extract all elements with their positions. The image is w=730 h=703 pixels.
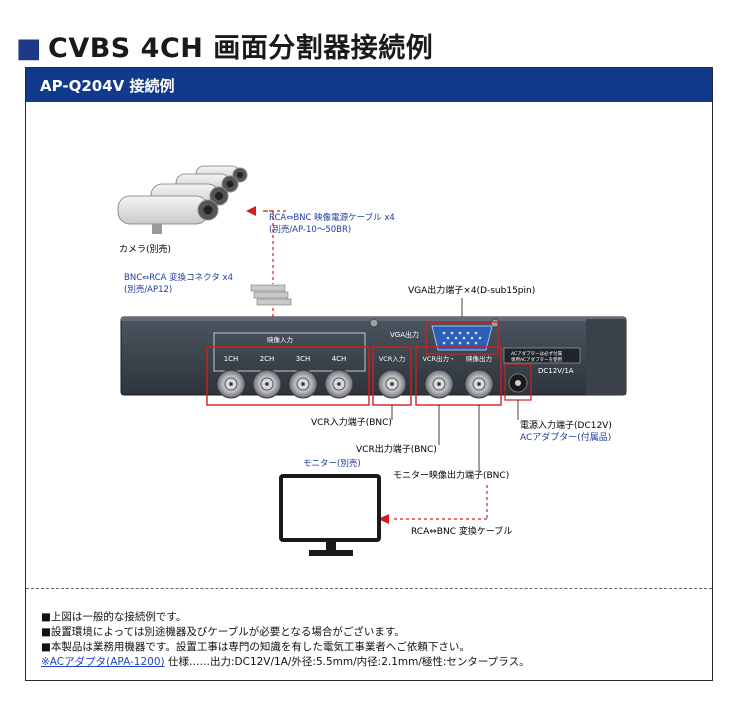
vga-terminal-label: VGA出力端子×4(D-sub15pin) xyxy=(408,284,535,296)
camera-label: カメラ(別売) xyxy=(119,243,171,255)
bnc-port-icon xyxy=(424,369,454,399)
cable-rca-bnc-sub: (別売/AP-10～50BR) xyxy=(269,224,351,235)
section-title: AP-Q204V 接続例 xyxy=(40,77,175,95)
camera-icon xyxy=(117,195,219,234)
ch3-label: 3CH xyxy=(296,355,311,363)
bnc-port-icon xyxy=(464,369,494,399)
warning-plate xyxy=(503,347,581,364)
bnc-port-icon xyxy=(252,369,282,399)
video-out-panel-label: 映像出力 xyxy=(466,354,492,363)
bnc-port-icon xyxy=(377,369,407,399)
vga-port-icon xyxy=(431,325,493,351)
cable-rca-bnc-label: RCA⇔BNC 映像電源ケーブル x4 xyxy=(269,212,395,223)
outputs-highlight xyxy=(415,346,502,406)
ch1-label: 1CH xyxy=(224,355,239,363)
title-marker: ■ xyxy=(16,33,43,64)
connector-icon xyxy=(250,284,292,306)
connector-sub: (別売/AP12) xyxy=(124,284,172,295)
ch2-label: 2CH xyxy=(260,355,275,363)
connector-label: BNC⇔RCA 変換コネクタ x4 xyxy=(124,272,233,283)
section-bar: AP-Q204V 接続例 xyxy=(26,68,712,102)
notes-divider xyxy=(26,588,712,589)
monitor-out-terminal-label: モニター映像出力端子(BNC) xyxy=(393,469,509,481)
page-title: ■CVBS 4CH 画面分割器接続例 xyxy=(16,26,433,65)
vga-highlight xyxy=(425,321,499,355)
bottom-cable-label: RCA⇔BNC 変換ケーブル xyxy=(411,525,512,537)
dc-jack-icon xyxy=(508,373,528,393)
vcr-out-panel-label: VCR出力・ xyxy=(422,354,455,363)
note-line-spec: ※ACアダプタ(APA-1200) 仕様……出力:DC12V/1A/外径:5.5… xyxy=(41,655,530,670)
ch4-label: 4CH xyxy=(332,355,347,363)
ac-adapter-label: ACアダプター(付属品) xyxy=(520,431,611,443)
warning-line1: ACアダプターは必ず付属 xyxy=(511,350,563,357)
note-line: ■設置環境によっては別途機器及びケーブルが必要となる場合がございます。 xyxy=(41,626,405,638)
note-line: ■本製品は業務用機器です。設置工事は専門の知識を有した電気工事業者へご依頼下さい… xyxy=(41,641,470,653)
arrowhead-icon xyxy=(246,206,256,216)
vcr-out-terminal-label: VCR出力端子(BNC) xyxy=(356,443,437,455)
vcr-in-terminal-label: VCR入力端子(BNC) xyxy=(311,416,392,428)
warning-line2: 専用ACアダプターを使用 xyxy=(511,356,562,363)
ac-adapter-link[interactable]: ※ACアダプタ(APA-1200) xyxy=(41,656,165,668)
input-group-label: 映像入力 xyxy=(267,335,293,344)
bnc-port-icon xyxy=(288,369,318,399)
bnc-port-icon xyxy=(324,369,354,399)
dc-label: DC12V/1A xyxy=(538,367,574,375)
arrowhead-icon xyxy=(378,514,389,524)
power-terminal-label: 電源入力端子(DC12V) xyxy=(520,419,612,431)
monitor-icon xyxy=(279,474,381,556)
notes-section: ■上図は一般的な接続例です。 ■設置環境によっては別途機器及びケーブルが必要とな… xyxy=(41,610,530,670)
vcr-in-panel-label: VCR入力 xyxy=(379,354,406,363)
diagram-frame: AP-Q204V 接続例 xyxy=(25,67,713,681)
ac-adapter-spec: 仕様……出力:DC12V/1A/外径:5.5mm/内径:2.1mm/極性:センタ… xyxy=(167,656,530,668)
note-line: ■上図は一般的な接続例です。 xyxy=(41,611,187,623)
vga-panel-label: VGA出力 xyxy=(390,330,419,339)
camera-group xyxy=(117,165,248,234)
bnc-port-icon xyxy=(216,369,246,399)
ch-inputs-highlight xyxy=(206,346,370,406)
monitor-label: モニター(別売) xyxy=(303,458,361,469)
connection-diagram: カメラ(別売) RCA⇔BNC 映像電源ケーブル x4 (別売/AP-10～50… xyxy=(117,165,627,556)
page-title-text: CVBS 4CH 画面分割器接続例 xyxy=(48,33,434,64)
